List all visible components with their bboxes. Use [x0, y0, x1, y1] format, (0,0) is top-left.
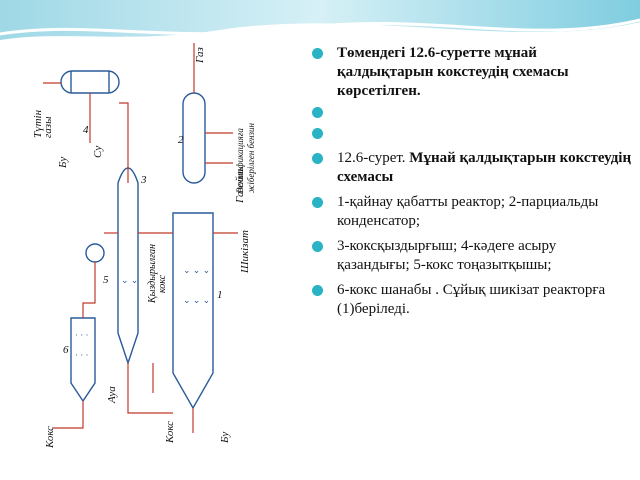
label-aua: Ауа [106, 386, 118, 404]
label-tutin: Түтін [33, 109, 44, 138]
label-gazoil: Газойль [234, 167, 246, 204]
bullet-empty [312, 124, 632, 143]
bullet-dot-icon [312, 153, 323, 164]
label-gaz: Газ [194, 47, 206, 64]
bullet-dot-icon [312, 285, 323, 296]
bullet-empty [312, 103, 632, 122]
bullet-dot-icon [312, 241, 323, 252]
label-n2: 2 [178, 134, 184, 146]
label-n4: 4 [83, 124, 89, 136]
header-wave-decoration [0, 0, 640, 40]
condenser-2 [182, 92, 206, 184]
bullet-list: Төмендегі 12.6-суретте мұнай қалдықтарын… [312, 44, 632, 319]
svg-text:⌄ ⌄ ⌄: ⌄ ⌄ ⌄ [183, 295, 210, 305]
bullet-item: 6-кокс шанабы . Сұйық шикізат реакторға … [312, 281, 632, 319]
label-rect2: жіберілген бензин [246, 122, 256, 193]
label-n6: 6 [63, 344, 69, 356]
label-koks-v: кокс [157, 274, 168, 293]
bullet-caption: 12.6-сурет. Мұнай қалдықтарын кокстеудің… [312, 149, 632, 187]
coke-bunker-6 [70, 317, 96, 403]
reactor-1 [172, 212, 214, 410]
label-n3: 3 [140, 174, 147, 186]
bullet-dot-icon [312, 128, 323, 139]
label-shikizat: Шикізат [239, 230, 251, 274]
coking-scheme-diagram: ⌄ ⌄ ⌄ ⌄ ⌄ ⌄ ⌄ ⌄ · · · · · · Газ Ректифик… [33, 43, 256, 449]
svg-text:· · ·: · · · [75, 350, 89, 360]
svg-text:⌄ ⌄ ⌄: ⌄ ⌄ ⌄ [183, 265, 210, 275]
label-kyzd: Қыздырылған [147, 244, 158, 304]
label-n1: 1 [217, 289, 223, 301]
bullet-item: 3-коксқыздырғыш; 4-кәдеге асыру қазандығ… [312, 237, 632, 275]
bullet-dot-icon [312, 48, 323, 59]
svg-text:· · ·: · · · [75, 330, 89, 340]
label-bu1: Бу [219, 432, 231, 444]
coke-cooler-5 [85, 243, 105, 263]
label-koks-mid: Кокс [164, 421, 176, 444]
boiler-4 [60, 70, 120, 94]
label-n5: 5 [103, 274, 109, 286]
bullet-intro: Төмендегі 12.6-суретте мұнай қалдықтарын… [312, 44, 632, 101]
label-bu2: Бу [57, 157, 69, 169]
label-koks-left: Кокс [44, 426, 56, 449]
coke-heater-3 [117, 167, 139, 366]
bullet-dot-icon [312, 197, 323, 208]
svg-text:⌄ ⌄: ⌄ ⌄ [121, 275, 138, 285]
bullet-dot-icon [312, 107, 323, 118]
bullet-item: 1-қайнау қабатты реактор; 2-парциальды к… [312, 193, 632, 231]
label-gazy: газы [42, 116, 54, 138]
label-rect: Ректификацияға [235, 128, 245, 194]
label-su: Су [92, 146, 104, 158]
